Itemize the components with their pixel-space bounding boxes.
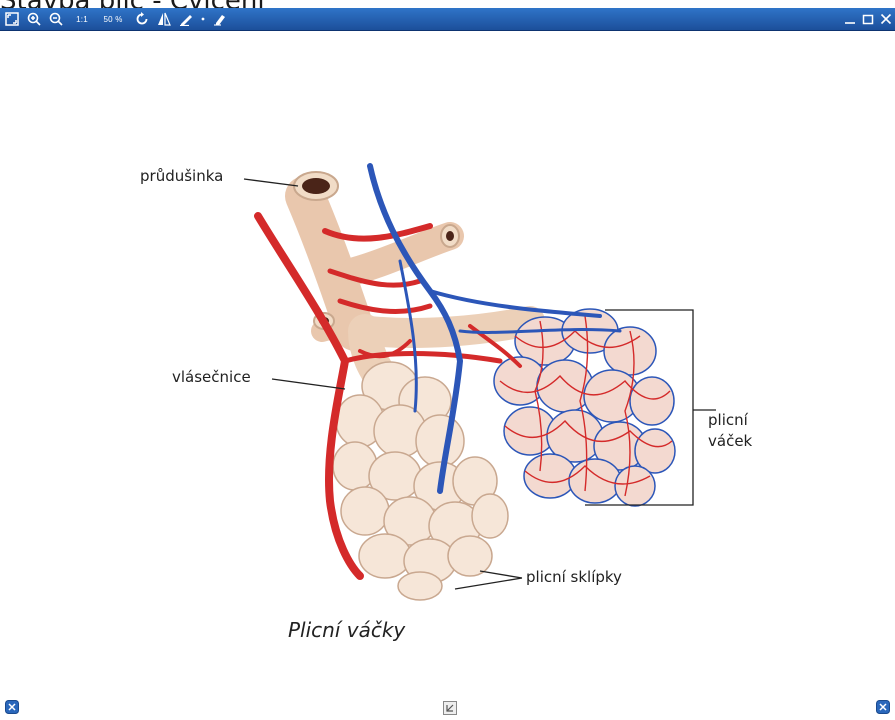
label-sac-line2: váček	[708, 432, 752, 450]
zoom-in-icon[interactable]	[26, 11, 42, 27]
close-icon[interactable]	[880, 11, 892, 31]
figure-caption: Plicní váčky	[288, 618, 405, 642]
close-panel-icon[interactable]	[876, 700, 890, 714]
label-bronchiole: průdušinka	[140, 167, 223, 185]
zoom-1to1-button[interactable]: 1:1	[74, 11, 90, 27]
label-sac-line1: plicní	[708, 411, 748, 429]
maximize-icon[interactable]	[862, 11, 874, 31]
settings-icon[interactable]	[5, 700, 19, 714]
zoom-percent-button[interactable]: 50 %	[100, 11, 126, 27]
fullscreen-icon[interactable]	[4, 11, 20, 27]
pen-icon[interactable]	[178, 11, 196, 27]
alveoli-illustration	[0, 31, 895, 720]
image-viewer-canvas: průdušinka vlásečnice plicní váček plicn…	[0, 31, 895, 720]
zoom-out-icon[interactable]	[48, 11, 64, 27]
resize-icon[interactable]	[443, 701, 457, 715]
label-capillaries: vlásečnice	[172, 368, 251, 386]
eraser-icon[interactable]	[212, 11, 228, 27]
alveoli-cluster	[333, 362, 508, 600]
minimize-icon[interactable]	[844, 11, 856, 31]
rotate-icon[interactable]	[134, 11, 150, 27]
label-alveoli: plicní sklípky	[526, 568, 622, 586]
pen-dropdown-icon[interactable]	[198, 11, 208, 27]
viewer-toolbar: 1:1 50 %	[0, 8, 895, 31]
flip-icon[interactable]	[156, 11, 172, 27]
